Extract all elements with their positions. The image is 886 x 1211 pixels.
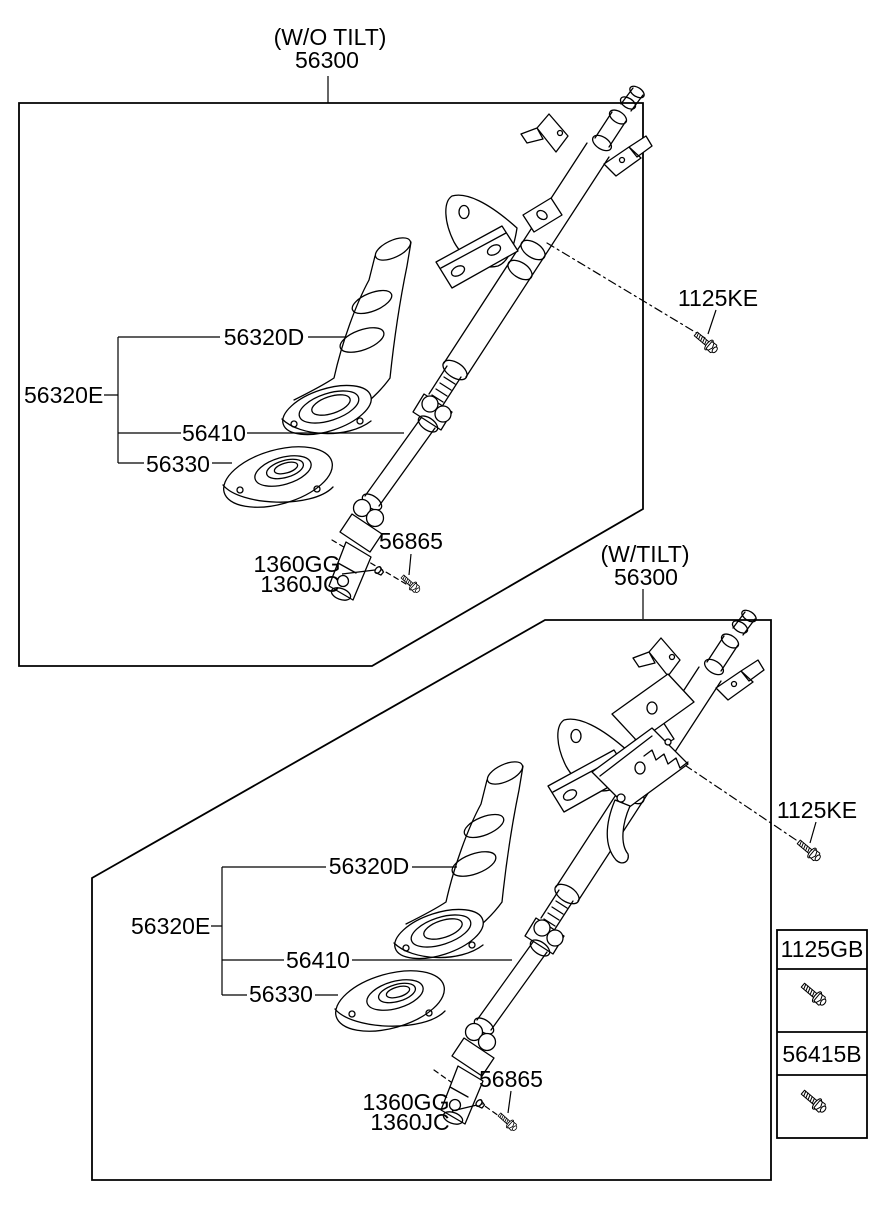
part-label-1360gg-d1: 1360GG — [254, 551, 341, 577]
wo-tilt-labels: (W/O TILT) 56300 56320D 56320E 56410 563… — [24, 24, 758, 597]
part-label-56320d-d1: 56320D — [224, 324, 305, 350]
w-tilt-region-outline — [91, 619, 772, 1181]
bolt-56865-icon-d2 — [495, 1110, 520, 1134]
part-label-56410-d2: 56410 — [286, 947, 350, 973]
wo-tilt-variant-label: (W/O TILT) — [274, 24, 387, 50]
part-label-56320d-d2: 56320D — [329, 853, 410, 879]
leader-lines-d1 — [104, 76, 717, 576]
w-tilt-labels: (W/TILT) 56300 56320D 56320E 56410 56330… — [131, 541, 857, 1135]
part-label-56865-d1: 56865 — [379, 528, 443, 554]
parts-table-outline — [776, 929, 868, 1139]
part-label-1360gg-d2: 1360GG — [363, 1089, 450, 1115]
part-label-1360jc-d2: 1360JC — [370, 1109, 449, 1135]
parts-table-part-number-56415b: 56415B — [782, 1041, 861, 1067]
rivet-1360-icon-d2 — [474, 1097, 487, 1111]
flange-bolt-icon-1125gb — [798, 979, 830, 1009]
bolt-1125ke-icon-d1 — [691, 328, 721, 357]
part-label-56320e-d1: 56320E — [24, 382, 103, 408]
bolt-56865-icon-d1 — [398, 572, 423, 596]
dashed-leader-pinch-bolt-d2 — [433, 1069, 507, 1122]
flange-bolt-icon-56415b — [798, 1086, 830, 1116]
w-tilt-assembly-number: 56300 — [614, 564, 678, 590]
tilt-mechanism-drawing — [591, 673, 695, 864]
part-label-56410-d1: 56410 — [182, 420, 246, 446]
wo-tilt-region-outline — [18, 102, 644, 667]
parts-table-row-dividers — [777, 968, 867, 1076]
wo-tilt-assembly-number: 56300 — [295, 47, 359, 73]
part-label-56320e-d2: 56320E — [131, 913, 210, 939]
w-tilt-variant-label: (W/TILT) — [601, 541, 690, 567]
part-label-56330-d1: 56330 — [146, 451, 210, 477]
leader-lines-d2 — [211, 589, 817, 1114]
bolt-1125ke-icon-d2 — [794, 836, 824, 865]
part-label-1360jc-d1: 1360JC — [260, 571, 339, 597]
parts-table-part-number-1125gb: 1125GB — [781, 936, 864, 962]
part-label-1125ke-d1: 1125KE — [678, 285, 758, 311]
rivet-1360-icon-d1 — [373, 564, 386, 578]
part-label-56865-d2: 56865 — [479, 1066, 543, 1092]
part-label-1125ke-d2: 1125KE — [777, 797, 857, 823]
part-label-56330-d2: 56330 — [249, 981, 313, 1007]
dash-dot-leader-1125ke-d1 — [546, 242, 706, 339]
parts-table: 1125GB 56415B — [781, 936, 864, 1116]
